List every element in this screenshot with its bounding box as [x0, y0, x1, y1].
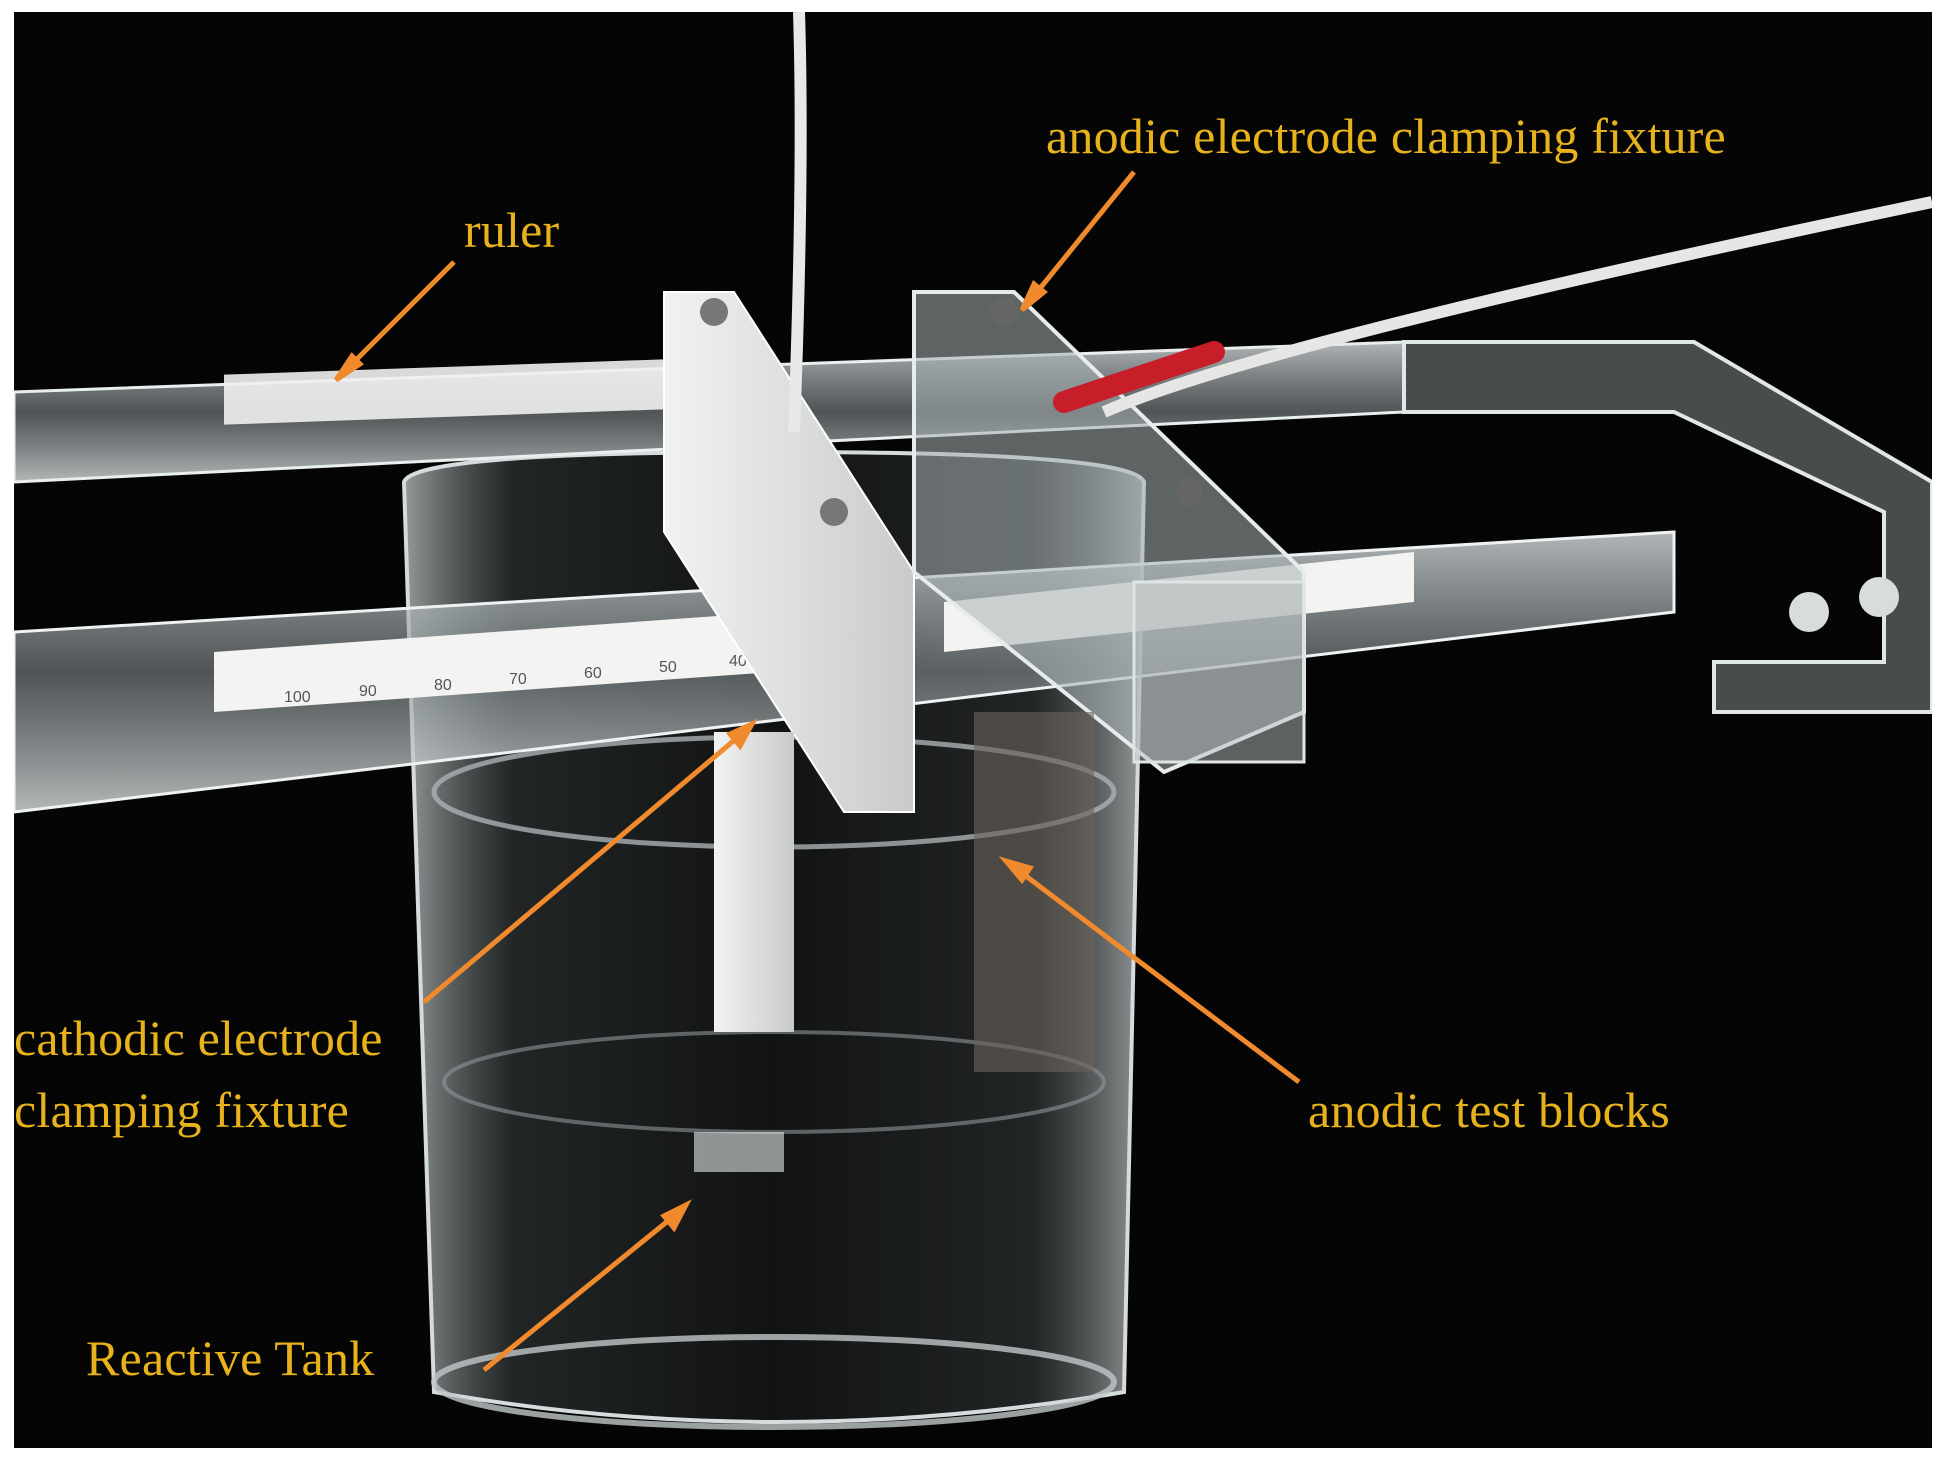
- arrow-anodic-clamp: [1027, 170, 1136, 304]
- arrow-test-blocks: [1012, 865, 1301, 1084]
- right-frame: [1402, 340, 1932, 714]
- label-anodic-clamping-fixture: anodic electrode clamping fixture: [1046, 108, 1726, 164]
- arrow-ruler: [342, 260, 456, 374]
- cathodic-clamp: [663, 291, 915, 1032]
- label-cathodic-line1: cathodic electrode: [14, 1010, 383, 1066]
- ruler-tick: 80: [434, 677, 452, 694]
- anodic-clamp: [912, 290, 1306, 775]
- ruler-tick: 70: [509, 671, 527, 688]
- apparatus-photo: 100 90 80 70 60 50 40: [14, 12, 1932, 1448]
- apparatus-illustration: 100 90 80 70 60 50 40: [14, 12, 1932, 1430]
- cathode-cable: [788, 12, 807, 433]
- label-cathodic-clamping-fixture: cathodic electrode clamping fixture: [14, 1002, 383, 1146]
- annotation-arrows: [333, 170, 1301, 1372]
- ruler-tick: 40: [729, 653, 747, 670]
- label-cathodic-line2: clamping fixture: [14, 1082, 350, 1138]
- ruler-tick: 100: [284, 689, 311, 706]
- anodic-test-blocks: [974, 712, 1094, 1072]
- label-ruler: ruler: [464, 202, 560, 258]
- ruler-tick: 60: [584, 665, 602, 682]
- ruler-tick: 50: [659, 659, 677, 676]
- arrow-cathodic-clamp: [422, 730, 746, 1004]
- label-reactive-tank: Reactive Tank: [86, 1330, 375, 1386]
- anode-cable: [1053, 196, 1932, 418]
- ruler-tick-labels: 100 90 80 70 60 50 40: [284, 653, 747, 706]
- ruler-tick: 90: [359, 683, 377, 700]
- arrow-tank: [482, 1210, 681, 1372]
- label-anodic-test-blocks: anodic test blocks: [1308, 1082, 1670, 1138]
